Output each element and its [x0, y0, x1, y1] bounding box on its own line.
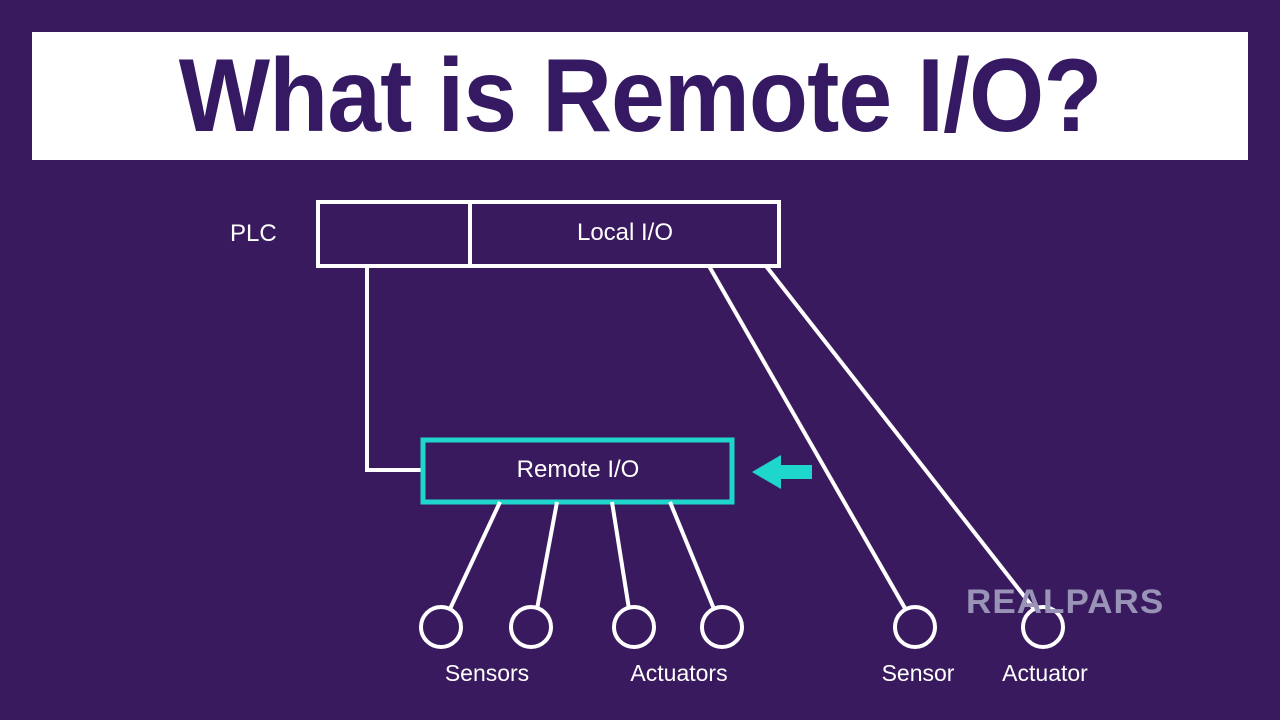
- plc-label: PLC: [230, 220, 277, 247]
- remote-io-to-sensor-1-line: [448, 501, 502, 610]
- actuator-2-node: [700, 605, 744, 649]
- local-actuator-node: [1021, 605, 1065, 649]
- local-io-label: Local I/O: [576, 219, 674, 246]
- sensors-group-label: Sensors: [444, 660, 530, 686]
- plc-to-remote-io-connector: [365, 266, 423, 472]
- remote-io-box[interactable]: [420, 437, 735, 505]
- actuator-1-node: [612, 605, 656, 649]
- plc-box: [316, 200, 781, 268]
- local-io-to-sensor-line: [707, 265, 908, 611]
- sensor-2-node: [509, 605, 553, 649]
- page-title: What is Remote I/O?: [178, 38, 1103, 154]
- remote-io-to-actuator-1-line: [610, 501, 631, 610]
- local-sensor-label: Sensor: [881, 660, 955, 686]
- sensor-1-node: [419, 605, 463, 649]
- remote-io-to-actuator-2-line: [668, 501, 716, 610]
- local-actuator-label: Actuator: [1002, 660, 1088, 686]
- realpars-logo: REALPARS: [966, 583, 1165, 621]
- remote-io-to-sensor-2-line: [535, 501, 559, 610]
- remote-io-label: Remote I/O: [516, 456, 640, 483]
- actuators-group-label: Actuators: [630, 660, 728, 686]
- callout-arrow-icon: [752, 455, 812, 489]
- title-banner: What is Remote I/O?: [32, 32, 1248, 160]
- local-sensor-node: [893, 605, 937, 649]
- local-io-to-actuator-line: [764, 264, 1037, 612]
